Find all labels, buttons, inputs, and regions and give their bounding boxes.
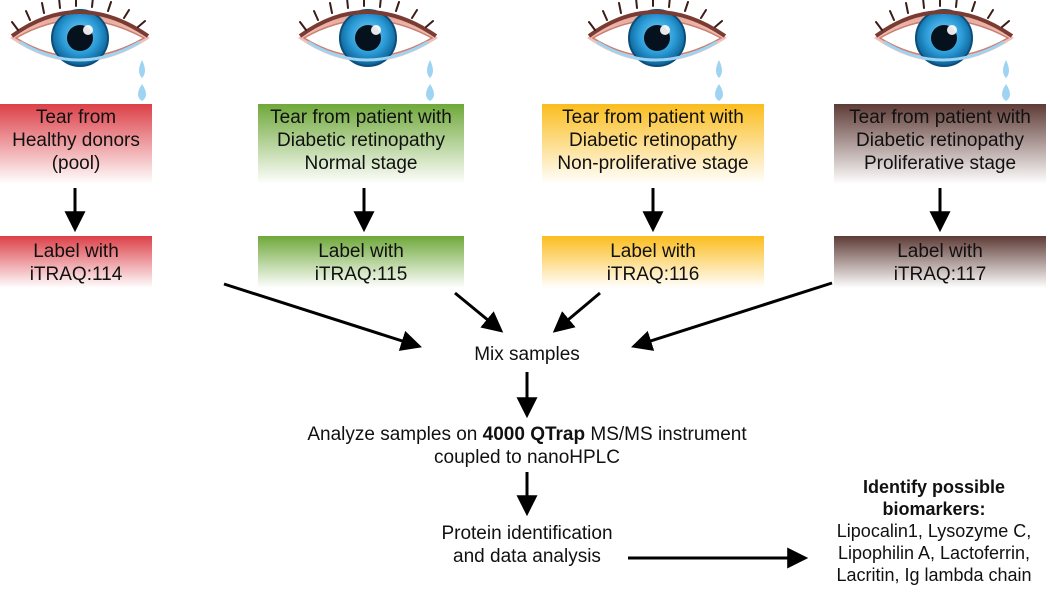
source-line: Diabetic retinopathy	[569, 130, 737, 151]
label-line: iTRAQ:116	[606, 264, 700, 285]
protein-line: and data analysis	[453, 546, 601, 567]
source-line: Tear from	[35, 107, 117, 128]
biomarker-line: Lipocalin1, Lysozyme C,	[836, 521, 1032, 541]
mix-label: Mix samples	[474, 344, 580, 365]
eye-with-tear-icon	[870, 0, 1020, 107]
source-line: Tear from patient with	[270, 107, 452, 128]
biomarkers-title: Identify possible biomarkers:	[818, 476, 1050, 520]
source-line: (pool)	[51, 153, 101, 174]
eye-with-tear-icon	[294, 0, 444, 107]
source-box-2: Tear from patient with Diabetic retinopa…	[542, 104, 764, 184]
label-box-3: Label with iTRAQ:117	[834, 236, 1046, 288]
arrow-label2-to-mix	[552, 291, 601, 333]
arrow-label0-to-mix	[223, 282, 423, 351]
label-line: iTRAQ:115	[314, 264, 408, 285]
biomarkers-title-line: biomarkers:	[882, 499, 986, 519]
source-box-3: Tear from patient with Diabetic retinopa…	[834, 104, 1046, 184]
mix-samples-text: Mix samples	[427, 343, 627, 366]
source-line: Non-proliferative stage	[557, 153, 749, 174]
eye-with-tear-icon	[583, 0, 733, 107]
analyze-suffix: MS/MS instrument	[585, 424, 747, 445]
analyze-text: Analyze samples on 4000 QTrap MS/MS inst…	[242, 423, 812, 469]
source-box-1: Tear from patient with Diabetic retinopa…	[258, 104, 464, 184]
analyze-line-1: Analyze samples on 4000 QTrap MS/MS inst…	[242, 423, 812, 446]
label-line: Label with	[318, 241, 404, 262]
label-line: Label with	[610, 241, 696, 262]
label-line: iTRAQ:114	[29, 264, 123, 285]
source-line: Tear from patient with	[562, 107, 744, 128]
biomarkers-title-line: Identify possible	[862, 477, 1006, 497]
arrow-label1-to-mix	[454, 291, 504, 333]
label-box-1: Label with iTRAQ:115	[258, 236, 464, 288]
label-line: iTRAQ:117	[893, 264, 987, 285]
label-box-0: Label with iTRAQ:114	[0, 236, 152, 288]
source-line: Diabetic retinopathy	[277, 130, 445, 151]
label-box-2: Label with iTRAQ:116	[542, 236, 764, 288]
source-line: Healthy donors	[12, 130, 140, 151]
source-line: Diabetic retinopathy	[856, 130, 1024, 151]
protein-line: Protein identification	[441, 523, 613, 544]
analyze-prefix: Analyze samples on	[307, 424, 483, 445]
protein-text: Protein identification and data analysis	[412, 522, 642, 568]
eye-with-tear-icon	[6, 0, 156, 107]
source-line: Normal stage	[304, 153, 418, 174]
biomarker-line: Lipophilin A, Lactoferrin,	[837, 543, 1031, 563]
analyze-instrument: 4000 QTrap	[482, 424, 586, 445]
label-line: Label with	[33, 241, 119, 262]
analyze-line-2: coupled to nanoHPLC	[434, 447, 620, 468]
source-line: Proliferative stage	[863, 153, 1017, 174]
arrow-label3-to-mix	[630, 281, 833, 351]
biomarker-line: Lacritin, Ig lambda chain	[836, 565, 1032, 585]
source-line: Tear from patient with	[849, 107, 1031, 128]
biomarkers-block: Identify possible biomarkers: Lipocalin1…	[818, 476, 1050, 586]
source-box-0: Tear from Healthy donors (pool)	[0, 104, 152, 184]
label-line: Label with	[897, 241, 983, 262]
